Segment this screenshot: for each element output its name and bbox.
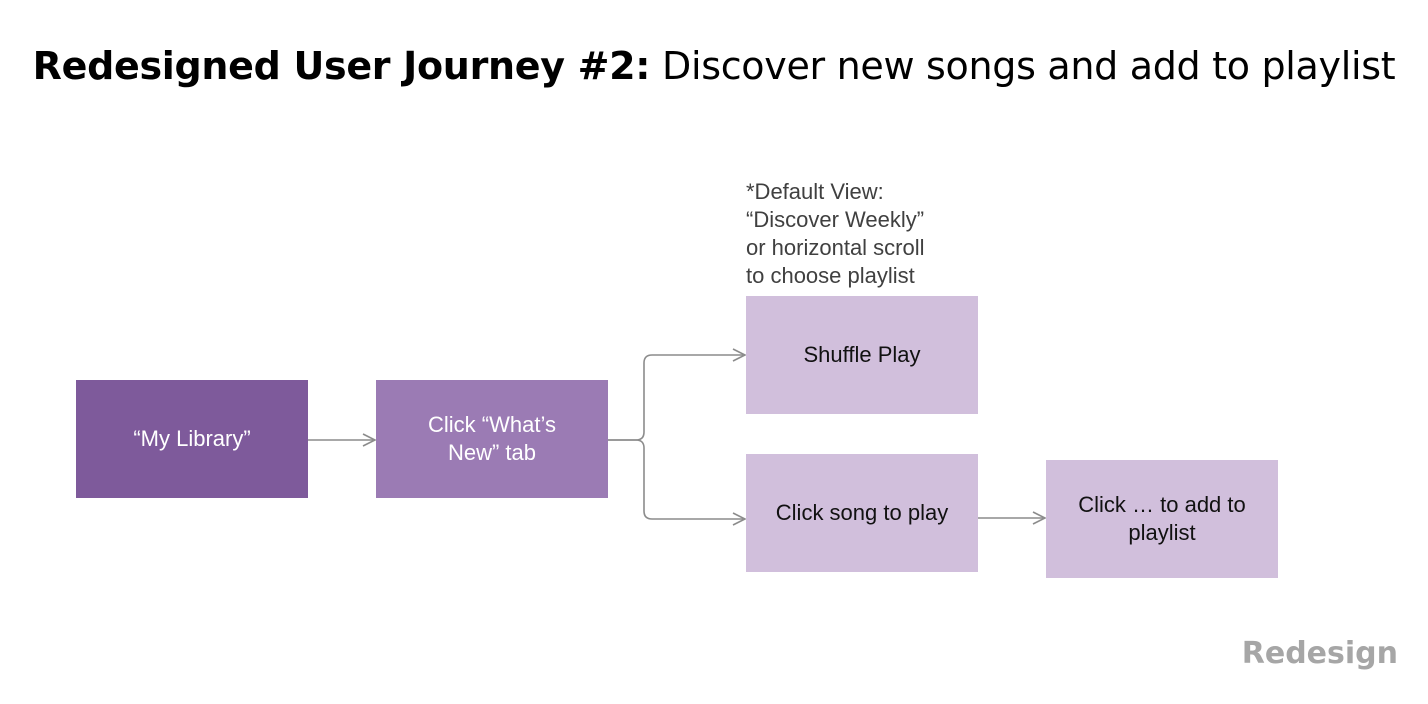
node-whats-new-label: Click “What’s New” tab (428, 412, 556, 465)
node-my-library-label: “My Library” (133, 426, 251, 451)
default-view-note: *Default View: “Discover Weekly” or hori… (746, 178, 925, 290)
node-add-to-playlist: Click … to add to playlist (1046, 460, 1278, 578)
title-bold-part: Redesigned User Journey #2: (32, 44, 651, 88)
node-shuffle-play-label: Shuffle Play (803, 342, 921, 367)
node-whats-new-tab: Click “What’s New” tab (376, 380, 608, 498)
node-add-to-playlist-label: Click … to add to playlist (1078, 492, 1246, 545)
arrow-whatsnew-to-shuffle (608, 355, 745, 441)
note-line: or horizontal scroll (746, 235, 925, 260)
page-title: Redesigned User Journey #2: Discover new… (0, 44, 1428, 88)
note-line: *Default View: (746, 179, 884, 204)
arrow-whatsnew-to-song (608, 439, 745, 519)
note-line: to choose playlist (746, 263, 915, 288)
node-click-song: Click song to play (746, 454, 978, 572)
note-line: “Discover Weekly” (746, 207, 925, 232)
redesign-watermark: Redesign (1241, 636, 1398, 671)
node-click-song-label: Click song to play (775, 500, 949, 525)
node-shuffle-play: Shuffle Play (746, 296, 978, 414)
node-my-library: “My Library” (76, 380, 308, 498)
title-regular-part: Discover new songs and add to playlist (650, 44, 1396, 88)
